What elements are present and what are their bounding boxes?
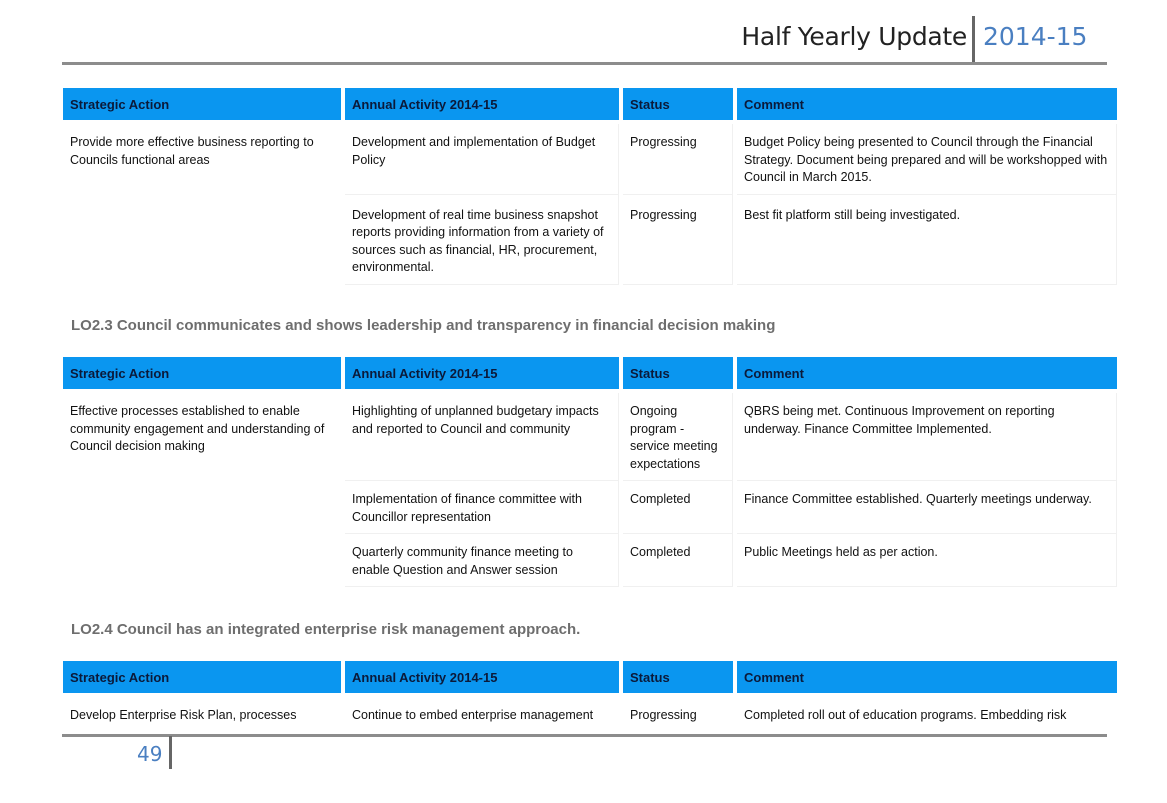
comment-cell: Best fit platform still being investigat… — [737, 195, 1117, 285]
section-heading-lo2-4: LO2.4 Council has an integrated enterpri… — [71, 621, 581, 638]
status-cell: Completed — [623, 481, 733, 534]
comment-cell: Completed roll out of education programs… — [744, 708, 1067, 722]
strategic-actions-table-3: Strategic Action Annual Activity 2014-15… — [59, 661, 1121, 733]
annual-activity-cell: Implementation of finance committee with… — [345, 481, 619, 534]
strategic-actions-table-1: Strategic Action Annual Activity 2014-15… — [59, 88, 1121, 285]
annual-activity-cell: Development of real time business snapsh… — [345, 195, 619, 285]
strategic-actions-table-2: Strategic Action Annual Activity 2014-15… — [59, 357, 1121, 587]
comment-cell: Budget Policy being presented to Council… — [737, 124, 1117, 195]
col-header-annual-activity: Annual Activity 2014-15 — [345, 357, 619, 389]
col-header-annual-activity: Annual Activity 2014-15 — [345, 661, 619, 693]
table-row: Develop Enterprise Risk Plan, processes … — [63, 697, 1117, 733]
page-number: 49 — [137, 742, 163, 766]
status-cell: Completed — [623, 534, 733, 587]
col-header-status: Status — [623, 661, 733, 693]
table-row: Implementation of finance committee with… — [63, 481, 1117, 534]
col-header-strategic-action: Strategic Action — [63, 357, 341, 389]
footer-rule — [62, 734, 1107, 737]
annual-activity-cell: Development and implementation of Budget… — [345, 124, 619, 195]
table-row: Quarterly community finance meeting to e… — [63, 534, 1117, 587]
page-header-year: 2014-15 — [983, 22, 1088, 51]
table-section-1: Strategic Action Annual Activity 2014-15… — [63, 88, 1117, 285]
col-header-strategic-action: Strategic Action — [63, 661, 341, 693]
table-section-2: Strategic Action Annual Activity 2014-15… — [63, 357, 1117, 587]
col-header-strategic-action: Strategic Action — [63, 88, 341, 120]
strategic-action-cell — [63, 481, 341, 534]
col-header-annual-activity: Annual Activity 2014-15 — [345, 88, 619, 120]
col-header-comment: Comment — [737, 661, 1117, 693]
table-row: Development of real time business snapsh… — [63, 195, 1117, 285]
strategic-action-cell — [63, 195, 341, 285]
strategic-action-cell: Effective processes established to enabl… — [70, 404, 325, 453]
annual-activity-cell: Highlighting of unplanned budgetary impa… — [345, 393, 619, 481]
table-row: Provide more effective business reportin… — [63, 124, 1117, 195]
col-header-status: Status — [623, 88, 733, 120]
section-heading-lo2-3: LO2.3 Council communicates and shows lea… — [71, 317, 776, 334]
header-divider — [972, 16, 975, 64]
page-header-title: Half Yearly Update — [741, 22, 967, 51]
status-cell: Progressing — [623, 195, 733, 285]
table-section-3: Strategic Action Annual Activity 2014-15… — [63, 661, 1117, 733]
annual-activity-cell: Quarterly community finance meeting to e… — [345, 534, 619, 587]
footer-divider — [169, 736, 172, 769]
strategic-action-cell: Provide more effective business reportin… — [70, 135, 314, 167]
annual-activity-cell: Continue to embed enterprise management — [352, 708, 594, 722]
status-cell: Ongoing program - service meeting expect… — [623, 393, 733, 481]
comment-cell: Public Meetings held as per action. — [737, 534, 1117, 587]
header-rule — [62, 62, 1107, 65]
status-cell: Progressing — [623, 124, 733, 195]
col-header-comment: Comment — [737, 357, 1117, 389]
comment-cell: Finance Committee established. Quarterly… — [737, 481, 1117, 534]
col-header-comment: Comment — [737, 88, 1117, 120]
comment-cell: QBRS being met. Continuous Improvement o… — [737, 393, 1117, 481]
table-row: Effective processes established to enabl… — [63, 393, 1117, 481]
col-header-status: Status — [623, 357, 733, 389]
strategic-action-cell — [63, 534, 341, 587]
status-cell: Progressing — [630, 708, 697, 722]
strategic-action-cell: Develop Enterprise Risk Plan, processes — [70, 708, 297, 722]
